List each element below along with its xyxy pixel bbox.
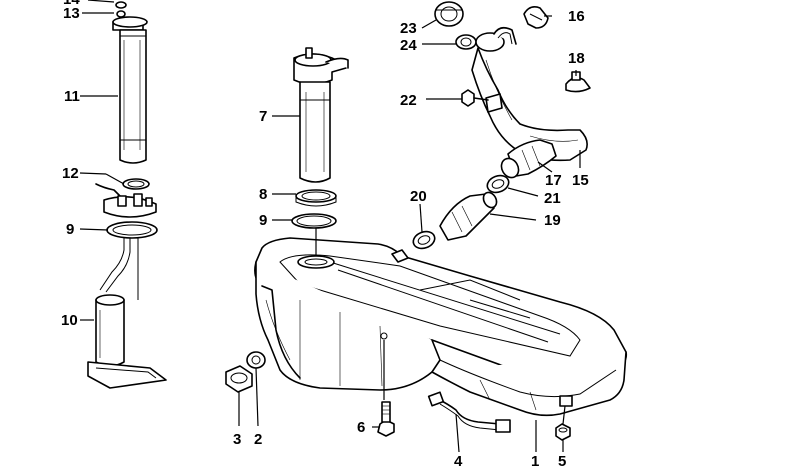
callout-16: 16 bbox=[568, 8, 585, 25]
connecting-hose-19 bbox=[439, 191, 498, 241]
callout-4: 4 bbox=[454, 453, 463, 470]
callout-24: 24 bbox=[400, 37, 417, 54]
pump-seal-ring-9 bbox=[106, 221, 158, 239]
callout-9-left: 9 bbox=[66, 221, 74, 238]
washer-2 bbox=[246, 351, 266, 369]
callout-20: 20 bbox=[410, 188, 427, 205]
sender-ring-8 bbox=[295, 189, 337, 207]
filler-neck-pipe bbox=[471, 26, 588, 162]
clip-16 bbox=[523, 6, 549, 29]
callout-1: 1 bbox=[531, 453, 539, 470]
bolt-6 bbox=[377, 401, 395, 437]
pump-mounting-flange bbox=[95, 183, 157, 218]
seal-ring-24 bbox=[455, 34, 477, 50]
fuel-line-4 bbox=[427, 391, 511, 433]
callout-11: 11 bbox=[64, 88, 80, 105]
sender-seal-ring-12 bbox=[122, 178, 150, 190]
callout-18: 18 bbox=[568, 50, 585, 67]
hose-clamp-21 bbox=[486, 174, 510, 194]
fuel-pump-bracket-10 bbox=[87, 238, 167, 389]
callout-10: 10 bbox=[61, 312, 78, 329]
rubber-cap-18 bbox=[565, 71, 591, 93]
callout-21: 21 bbox=[544, 190, 561, 207]
callout-9-center: 9 bbox=[259, 212, 267, 229]
callout-8: 8 bbox=[259, 186, 267, 203]
callout-3: 3 bbox=[233, 431, 241, 448]
callout-13: 13 bbox=[63, 5, 80, 22]
nut-5 bbox=[555, 423, 571, 441]
callout-23: 23 bbox=[400, 20, 417, 37]
fuel-level-sender-tube bbox=[112, 1, 148, 164]
callout-14: 14 bbox=[63, 0, 80, 8]
callout-17: 17 bbox=[545, 172, 562, 189]
sender-seal-9 bbox=[291, 213, 337, 229]
fuel-level-sender-7 bbox=[293, 47, 349, 183]
filler-cap-23 bbox=[434, 1, 464, 27]
leader-lines bbox=[79, 0, 581, 453]
hose-17 bbox=[500, 139, 557, 179]
callout-labels: 14 13 11 12 9 10 7 8 9 3 2 6 4 1 5 23 24… bbox=[61, 0, 589, 470]
drain-plug-3 bbox=[225, 365, 253, 393]
callout-15: 15 bbox=[572, 172, 589, 189]
callout-22: 22 bbox=[400, 92, 417, 109]
callout-6: 6 bbox=[357, 419, 365, 436]
callout-7: 7 bbox=[259, 108, 267, 125]
callout-12: 12 bbox=[62, 165, 79, 182]
callout-19: 19 bbox=[544, 212, 561, 229]
screw-22 bbox=[461, 89, 489, 107]
callout-5: 5 bbox=[558, 453, 566, 470]
hose-clamp-20 bbox=[412, 230, 436, 250]
fuel-tank bbox=[254, 237, 628, 417]
callout-2: 2 bbox=[254, 431, 262, 448]
